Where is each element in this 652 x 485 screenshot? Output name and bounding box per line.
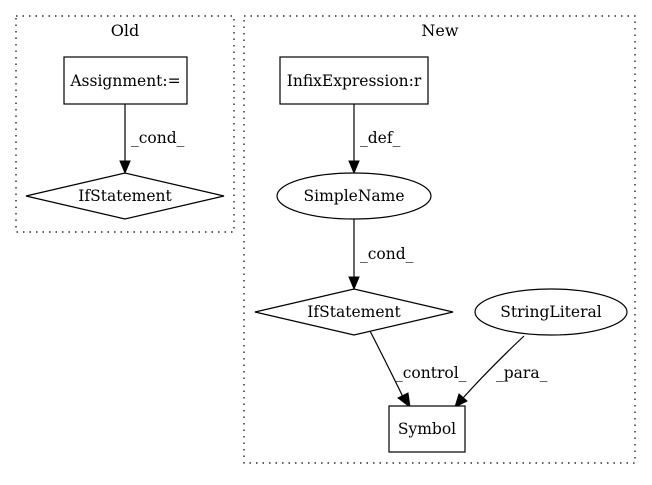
edge-new-para-line — [462, 335, 525, 399]
edge-new-para-label: _para_ — [496, 364, 548, 382]
edge-new-cond: _cond_ — [348, 218, 414, 291]
node-new-stringliteral[interactable]: StringLiteral — [474, 288, 628, 336]
node-new-ifstatement-label: IfStatement — [307, 303, 401, 321]
node-new-stringliteral-ellipse — [474, 288, 628, 336]
edge-old-cond-label: _cond_ — [131, 129, 185, 147]
node-new-stringliteral-label: StringLiteral — [500, 303, 601, 321]
edge-new-cond-arrowhead — [348, 276, 360, 291]
edge-new-def-label: _def_ — [360, 129, 401, 147]
edge-new-para: _para_ — [454, 335, 548, 408]
node-new-infix-label: InfixExpression:r — [287, 72, 422, 90]
node-new-infix-box — [279, 56, 429, 105]
node-new-simplename-ellipse — [276, 172, 432, 220]
edge-new-def: _def_ — [348, 104, 401, 175]
node-new-symbol[interactable]: Symbol — [388, 405, 466, 453]
node-old-assignment[interactable]: Assignment:= — [63, 56, 188, 105]
node-new-ifstatement[interactable]: IfStatement — [254, 288, 454, 336]
edge-new-control-line — [369, 330, 404, 398]
node-old-assignment-box — [63, 56, 188, 105]
cluster-old-border — [15, 15, 235, 233]
edge-new-para-arrowhead — [454, 393, 468, 408]
edge-old-cond: _cond_ — [119, 104, 185, 175]
node-old-assignment-label: Assignment:= — [69, 72, 180, 90]
cluster-new-border — [243, 15, 636, 464]
edge-new-control-arrowhead — [397, 392, 411, 409]
cluster-old-label: Old — [111, 21, 139, 40]
node-old-ifstatement[interactable]: IfStatement — [25, 172, 225, 220]
edge-new-def-arrowhead — [348, 160, 360, 175]
cluster-new: New — [243, 15, 636, 464]
edge-new-control-label: _control_ — [395, 364, 467, 382]
edge-new-cond-label: _cond_ — [360, 245, 414, 263]
node-new-ifstatement-diamond — [254, 288, 454, 336]
node-old-ifstatement-label: IfStatement — [78, 187, 172, 205]
node-new-symbol-box — [388, 405, 466, 453]
edge-new-control: _control_ — [369, 330, 467, 409]
node-new-simplename[interactable]: SimpleName — [276, 172, 432, 220]
node-new-simplename-label: SimpleName — [304, 187, 405, 205]
cluster-old: Old — [15, 15, 235, 233]
edge-old-cond-arrowhead — [119, 160, 131, 175]
node-old-ifstatement-diamond — [25, 172, 225, 220]
node-new-infix[interactable]: InfixExpression:r — [279, 56, 429, 105]
node-new-symbol-label: Symbol — [398, 420, 456, 438]
cluster-new-label: New — [421, 21, 458, 40]
